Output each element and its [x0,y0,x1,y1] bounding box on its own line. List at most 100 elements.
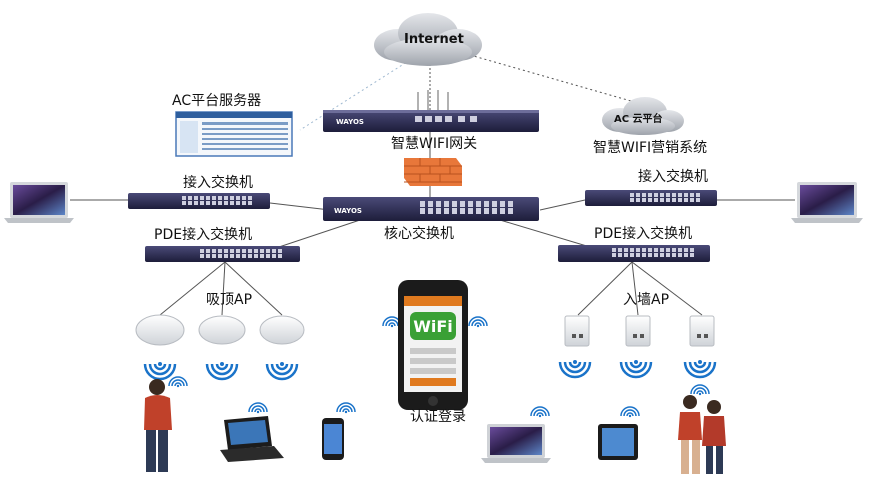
switch-port [648,193,652,197]
wifi-icon [265,362,299,381]
connection-lines [70,40,795,316]
marketing-system-label: 智慧WIFI营销系统 [593,140,708,156]
switch-port [484,201,489,207]
people-right-icon [678,395,726,474]
switch-port [636,248,640,252]
switch-port [428,201,433,207]
gateway-device: WAYOS [323,90,539,132]
switch-port [508,208,513,214]
wifi-icon [619,360,653,379]
switch-port [444,208,449,214]
switch-port [436,208,441,214]
switch-port [206,196,210,200]
switch-port [206,249,210,253]
switch-port [428,208,433,214]
switch-port [242,201,246,205]
switch-port [642,193,646,197]
switch-port [636,193,640,197]
pde-switch-right-label: PDE接入交换机 [594,226,693,242]
switch-port [672,248,676,252]
switch-port [248,254,252,258]
switch-port [678,198,682,202]
switch-port [630,253,634,257]
internet-label: Internet [404,32,464,47]
wifi-icon [248,402,268,414]
switch-port [200,196,204,200]
wifi-icon [530,406,550,418]
cloud-platform-icon [602,97,684,135]
switch-port [684,248,688,252]
switch-port [248,249,252,253]
switch-port [230,249,234,253]
switch-port [242,254,246,258]
switch-port [212,254,216,258]
switch-port [266,249,270,253]
switch-port [678,193,682,197]
switch-port [690,248,694,252]
wifi-icon [690,384,710,396]
auth-login-label: 认证登录 [410,409,466,425]
laptop-left-icon [4,182,74,223]
macbook-bottom-icon [481,424,551,463]
switch-port [630,248,634,252]
switch-port [468,208,473,214]
switch-port [492,201,497,207]
wifi-icon [336,402,356,414]
ceiling-ap-icons [135,314,305,346]
switch-port [476,208,481,214]
switch-port [236,249,240,253]
switch-port [242,196,246,200]
switch-port [452,201,457,207]
switch-port [500,201,505,207]
firewall-icon [404,158,462,186]
switch-port [696,193,700,197]
phone-wifi-logo: WiFi [413,317,453,336]
tablet-icon [598,424,638,460]
switch-port [672,253,676,257]
wifi-icon [620,406,640,418]
switch-port [672,198,676,202]
wifi-icon [143,362,177,381]
gateway-label: 智慧WIFI网关 [391,136,478,152]
switch-port [460,201,465,207]
switch-port [642,253,646,257]
switch-port [188,201,192,205]
switch-port [218,196,222,200]
switch-port [224,254,228,258]
switch-port [666,193,670,197]
switch-port [188,196,192,200]
switch-port [206,201,210,205]
pde-switch-right-device [558,245,710,262]
core-switch-label: 核心交换机 [384,226,454,242]
switch-port [460,208,465,214]
access-switch-right-label: 接入交换机 [638,169,708,185]
switch-port [236,196,240,200]
switch-port [200,254,204,258]
switch-port [218,254,222,258]
switch-port [206,254,210,258]
switch-port [436,201,441,207]
switch-port [618,248,622,252]
switch-port [612,248,616,252]
switch-port [236,254,240,258]
switch-port [254,249,258,253]
switch-port [182,201,186,205]
access-switch-left-label: 接入交换机 [183,175,253,191]
switch-port [660,193,664,197]
cloud-platform-label: AC 云平台 [614,114,663,125]
switch-port [612,253,616,257]
switch-port [212,196,216,200]
switch-port [260,249,264,253]
switch-port [266,254,270,258]
wifi-icon [205,362,239,381]
switch-port [630,198,634,202]
switch-port [508,201,513,207]
ceiling-ap-label: 吸顶AP [206,292,253,308]
switch-port [660,253,664,257]
switch-port [648,248,652,252]
switch-port [218,201,222,205]
gateway-brand: WAYOS [336,118,364,126]
switch-port [200,201,204,205]
switch-port [230,201,234,205]
